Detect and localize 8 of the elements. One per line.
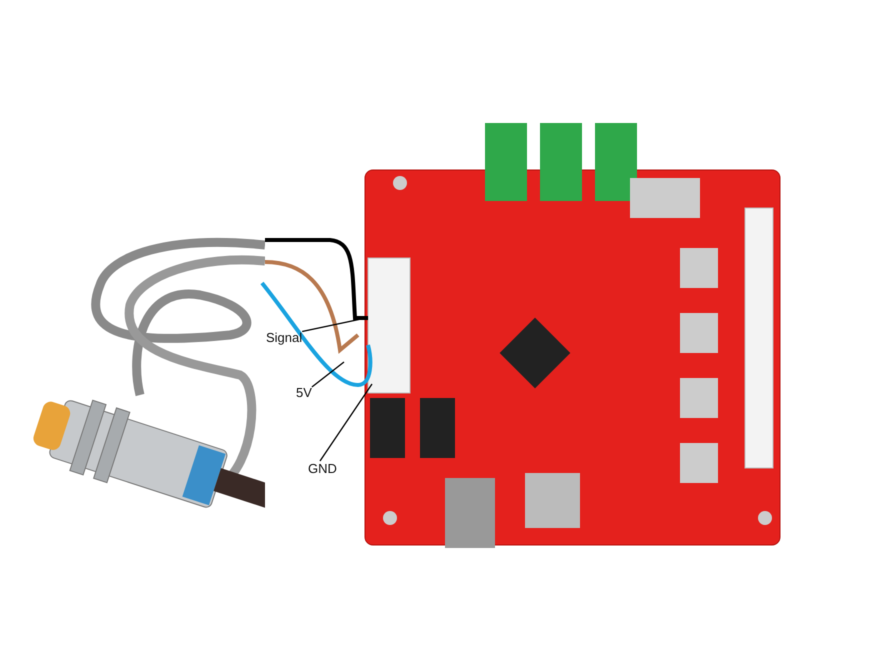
leader-line [312,361,344,388]
wire [260,282,372,387]
wire-label: 5V [296,385,312,400]
wire [264,260,360,352]
wire [319,384,373,462]
wire [265,238,368,320]
wire-label: GND [308,461,337,476]
wire-label: Signal [266,330,302,345]
